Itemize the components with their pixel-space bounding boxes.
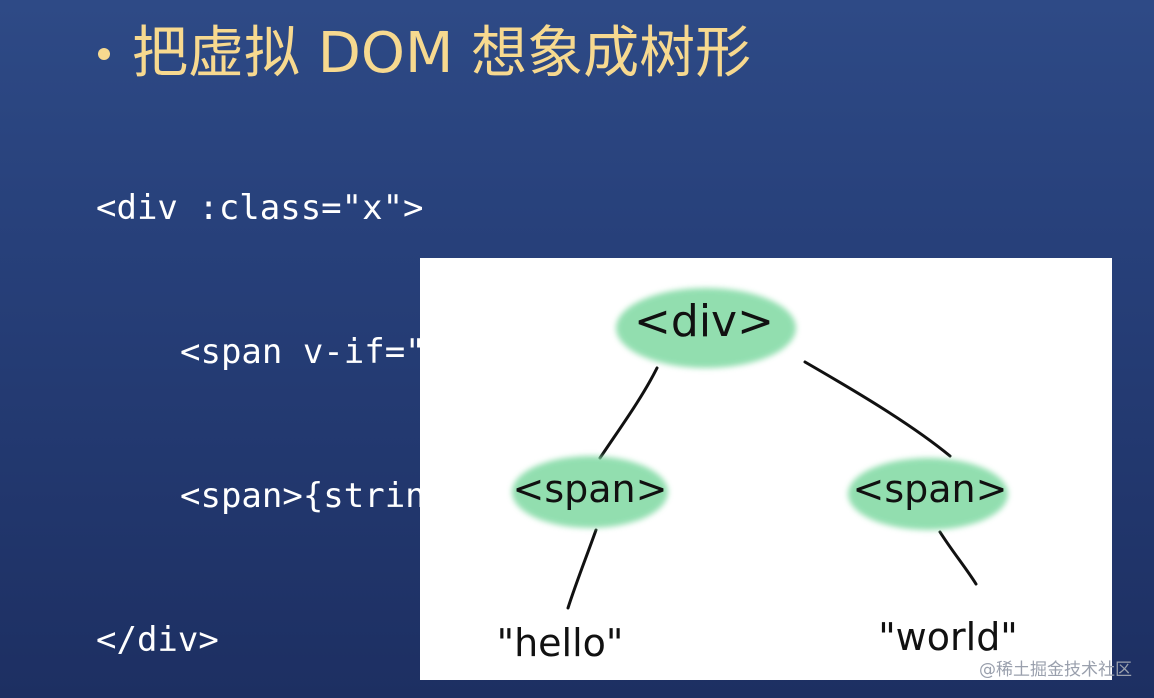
tree-diagram: <div> <span> <span> "hello" "world" bbox=[497, 288, 1018, 665]
watermark: @稀土掘金技术社区 bbox=[979, 660, 1132, 680]
slide-title-text: 把虚拟 DOM 想象成树形 bbox=[132, 21, 752, 86]
root-node-highlight bbox=[616, 288, 796, 368]
slide-title: 把虚拟 DOM 想象成树形 bbox=[92, 14, 751, 94]
left-leaf-label: "hello" bbox=[497, 621, 624, 665]
right-node-highlight bbox=[848, 458, 1008, 530]
edge-left-leaf bbox=[566, 528, 598, 610]
edge-right-leaf bbox=[938, 530, 978, 586]
edge-root-left bbox=[598, 366, 659, 460]
code-line-4: </div> bbox=[96, 620, 219, 660]
bullet-icon bbox=[98, 48, 110, 60]
right-leaf-label: "world" bbox=[878, 615, 1018, 659]
code-line-1: <div :class="x"> bbox=[96, 188, 424, 228]
edge-root-right bbox=[803, 360, 952, 458]
tree-diagram-panel: <div> <span> <span> "hello" "world" bbox=[420, 258, 1112, 680]
left-node-highlight bbox=[512, 456, 668, 528]
root-node-label: <div> bbox=[634, 296, 774, 347]
right-node-label: <span> bbox=[853, 467, 1008, 511]
left-node-label: <span> bbox=[513, 467, 668, 511]
